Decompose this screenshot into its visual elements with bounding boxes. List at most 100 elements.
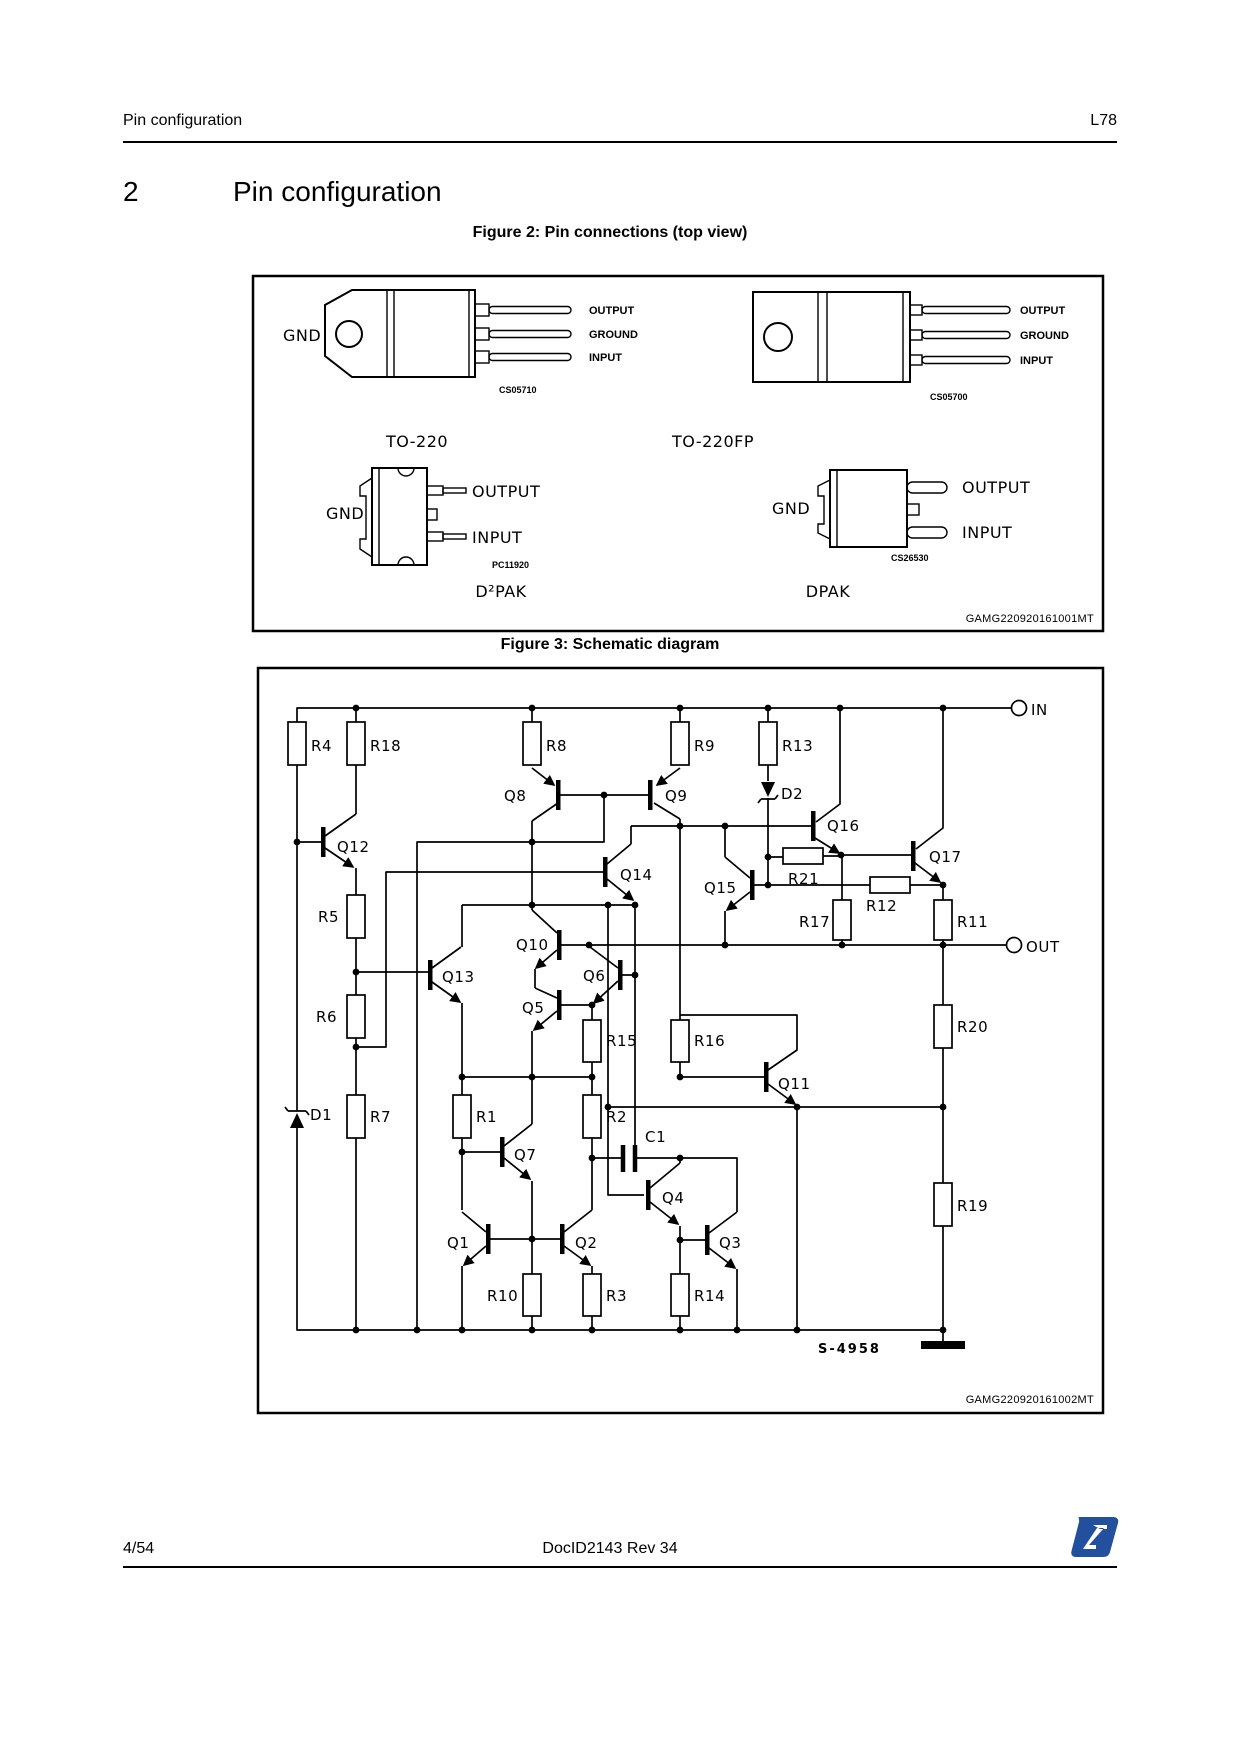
label-q8: Q8 [504,787,527,805]
header-right: L78 [1090,112,1117,129]
package-to220: GND OUTPUT GROUND INPUT CS05710 TO-220 [283,289,638,451]
to220fp-pins [909,304,1011,366]
mount-hole [335,320,363,348]
component-labels: R4 R18 R8 R9 R13 R5 R6 R7 R1 R2 R15 R16 … [310,737,988,1305]
to220-pin-output: OUTPUT [589,305,635,317]
dpak-name: DPAK [806,582,850,601]
label-q16: Q16 [827,817,860,835]
to220-pin-ground: GROUND [589,329,638,341]
to220-code: CS05710 [499,385,537,395]
junction-dots [293,704,947,1334]
figure2-border [251,274,1105,633]
label-q4: Q4 [662,1189,685,1207]
schematic-note: S-4958 [818,1342,881,1357]
label-q14: Q14 [620,866,653,884]
footer-rule [123,1566,1117,1568]
label-r20: R20 [957,1018,988,1036]
label-d2: D2 [781,785,803,803]
label-r7: R7 [370,1108,391,1126]
to220fp-name: TO-220FP [671,432,754,451]
label-r14: R14 [694,1287,725,1305]
label-q3: Q3 [719,1234,742,1252]
label-q1: Q1 [447,1234,470,1252]
header-rule [123,141,1117,143]
header-left: Pin configuration [123,112,243,129]
diode-d2 [757,782,779,804]
to220-pin-input: INPUT [589,352,622,364]
to220fp-code: CS05700 [930,392,968,402]
dpak-code: CS26530 [891,553,929,563]
label-q15: Q15 [704,879,737,897]
in-terminal-label: IN [1031,701,1048,719]
figure2-code: GAMG220920161001MT [966,613,1094,625]
label-r15: R15 [606,1032,637,1050]
section-title: Pin configuration [233,176,442,207]
package-dpak: GND OUTPUT INPUT CS26530 DPAK [772,469,1030,601]
to220-name: TO-220 [385,432,448,451]
figure3-code: GAMG220920161002MT [966,1394,1094,1406]
to220fp-pin-ground: GROUND [1020,330,1069,342]
ground-symbol [921,1341,965,1349]
label-r6: R6 [316,1008,337,1026]
label-r21: R21 [788,870,819,888]
d2pak-code: PC11920 [492,560,529,570]
to220-pins [474,303,572,364]
label-q5: Q5 [522,999,545,1017]
label-q7: Q7 [514,1146,537,1164]
label-r2: R2 [606,1108,627,1126]
label-r17: R17 [799,913,830,931]
label-r10: R10 [487,1287,518,1305]
capacitor-c1 [620,1145,638,1172]
schematic-wires [296,707,1012,1341]
resistor-bodies [287,721,953,1317]
dpak-gnd-label: GND [772,499,810,518]
label-q2: Q2 [575,1234,598,1252]
mount-hole [763,322,793,352]
label-q13: Q13 [442,968,475,986]
figure3-border [256,666,1105,1415]
to220-gnd-label: GND [283,326,321,345]
d2pak-gnd-label: GND [326,504,364,523]
footer-page-number: 4/54 [123,1540,155,1557]
d2pak-pin-output: OUTPUT [472,482,540,501]
transistor-bars [321,780,916,1255]
label-r13: R13 [782,737,813,755]
diode-d1 [284,1106,310,1128]
st-logo-swoosh [1083,1525,1107,1549]
emitter-arrows [324,767,942,1270]
label-r8: R8 [546,737,567,755]
package-d2pak: GND OUTPUT INPUT PC11920 D²PAK [326,467,540,601]
section-number: 2 [123,176,139,207]
out-terminal [1005,936,1023,954]
figure2-drawing: GND OUTPUT GROUND INPUT CS05710 TO-220 [251,274,1105,633]
to220fp-pin-output: OUTPUT [1020,305,1066,317]
label-r5: R5 [318,908,339,926]
label-r4: R4 [311,737,332,755]
in-terminal [1010,699,1028,717]
label-r16: R16 [694,1032,725,1050]
label-r1: R1 [476,1108,497,1126]
label-r3: R3 [606,1287,627,1305]
label-q12: Q12 [337,838,370,856]
figure3-schematic: IN OUT R4 R18 R8 R9 R13 R5 R6 R7 R1 R2 R… [256,666,1105,1415]
d2pak-name: D²PAK [475,582,526,601]
label-q6: Q6 [583,967,606,985]
dpak-pin-output: OUTPUT [962,478,1030,497]
out-terminal-label: OUT [1026,938,1060,956]
d2pak-pin-input: INPUT [472,528,522,547]
st-logo [1071,1517,1119,1557]
label-r11: R11 [957,913,988,931]
label-r9: R9 [694,737,715,755]
label-r12: R12 [866,897,897,915]
label-r19: R19 [957,1197,988,1215]
label-q11: Q11 [778,1075,811,1093]
figure2-title: Figure 2: Pin connections (top view) [472,224,748,241]
label-q17: Q17 [929,848,962,866]
footer-docid: DocID2143 Rev 34 [542,1540,678,1557]
label-q10: Q10 [516,936,549,954]
dpak-pin-input: INPUT [962,523,1012,542]
label-c1: C1 [645,1128,666,1146]
package-to220fp: OUTPUT GROUND INPUT CS05700 TO-220FP [671,291,1069,451]
label-r18: R18 [370,737,401,755]
